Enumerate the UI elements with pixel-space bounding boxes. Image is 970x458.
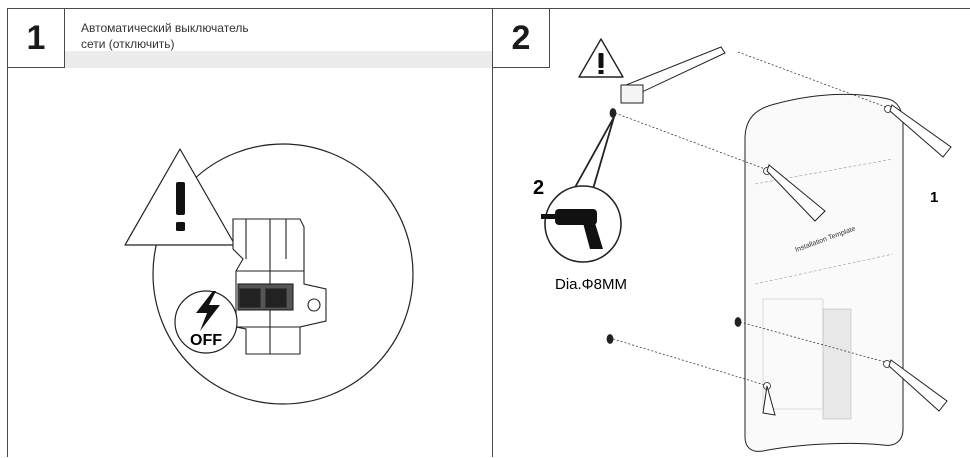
template-step-marker: 1 — [930, 189, 938, 206]
caption-line-2: сети (отключить) — [81, 37, 175, 51]
step-1-panel: 1 Автоматический выключатель сети (отклю… — [7, 8, 493, 457]
step-2-panel: 2 Installation Template — [492, 8, 970, 457]
drill-callout — [541, 116, 622, 263]
step-1-number: 1 — [8, 9, 65, 68]
screws — [762, 104, 952, 416]
step-2-number: 2 — [493, 9, 550, 68]
caption-line-1: Автоматический выключатель — [81, 21, 249, 35]
guide-lines — [612, 51, 887, 386]
warning-icon — [124, 148, 236, 246]
warning-icon — [578, 38, 624, 78]
breaker-illustration: OFF — [124, 143, 414, 405]
installation-illustration: Installation Template — [533, 38, 952, 452]
drill-diameter-label: Dia.Φ8MM — [555, 276, 627, 293]
spirit-level-icon — [620, 46, 726, 104]
power-off-badge — [174, 290, 238, 354]
step-1-caption: Автоматический выключатель сети (отключи… — [81, 20, 381, 52]
circuit-breaker-icon — [232, 218, 327, 355]
drill-icon — [541, 209, 603, 249]
drill-step-marker: 2 — [533, 177, 544, 199]
step-1-header — [65, 9, 492, 68]
off-label: OFF — [190, 332, 222, 349]
lightning-icon — [196, 291, 220, 331]
